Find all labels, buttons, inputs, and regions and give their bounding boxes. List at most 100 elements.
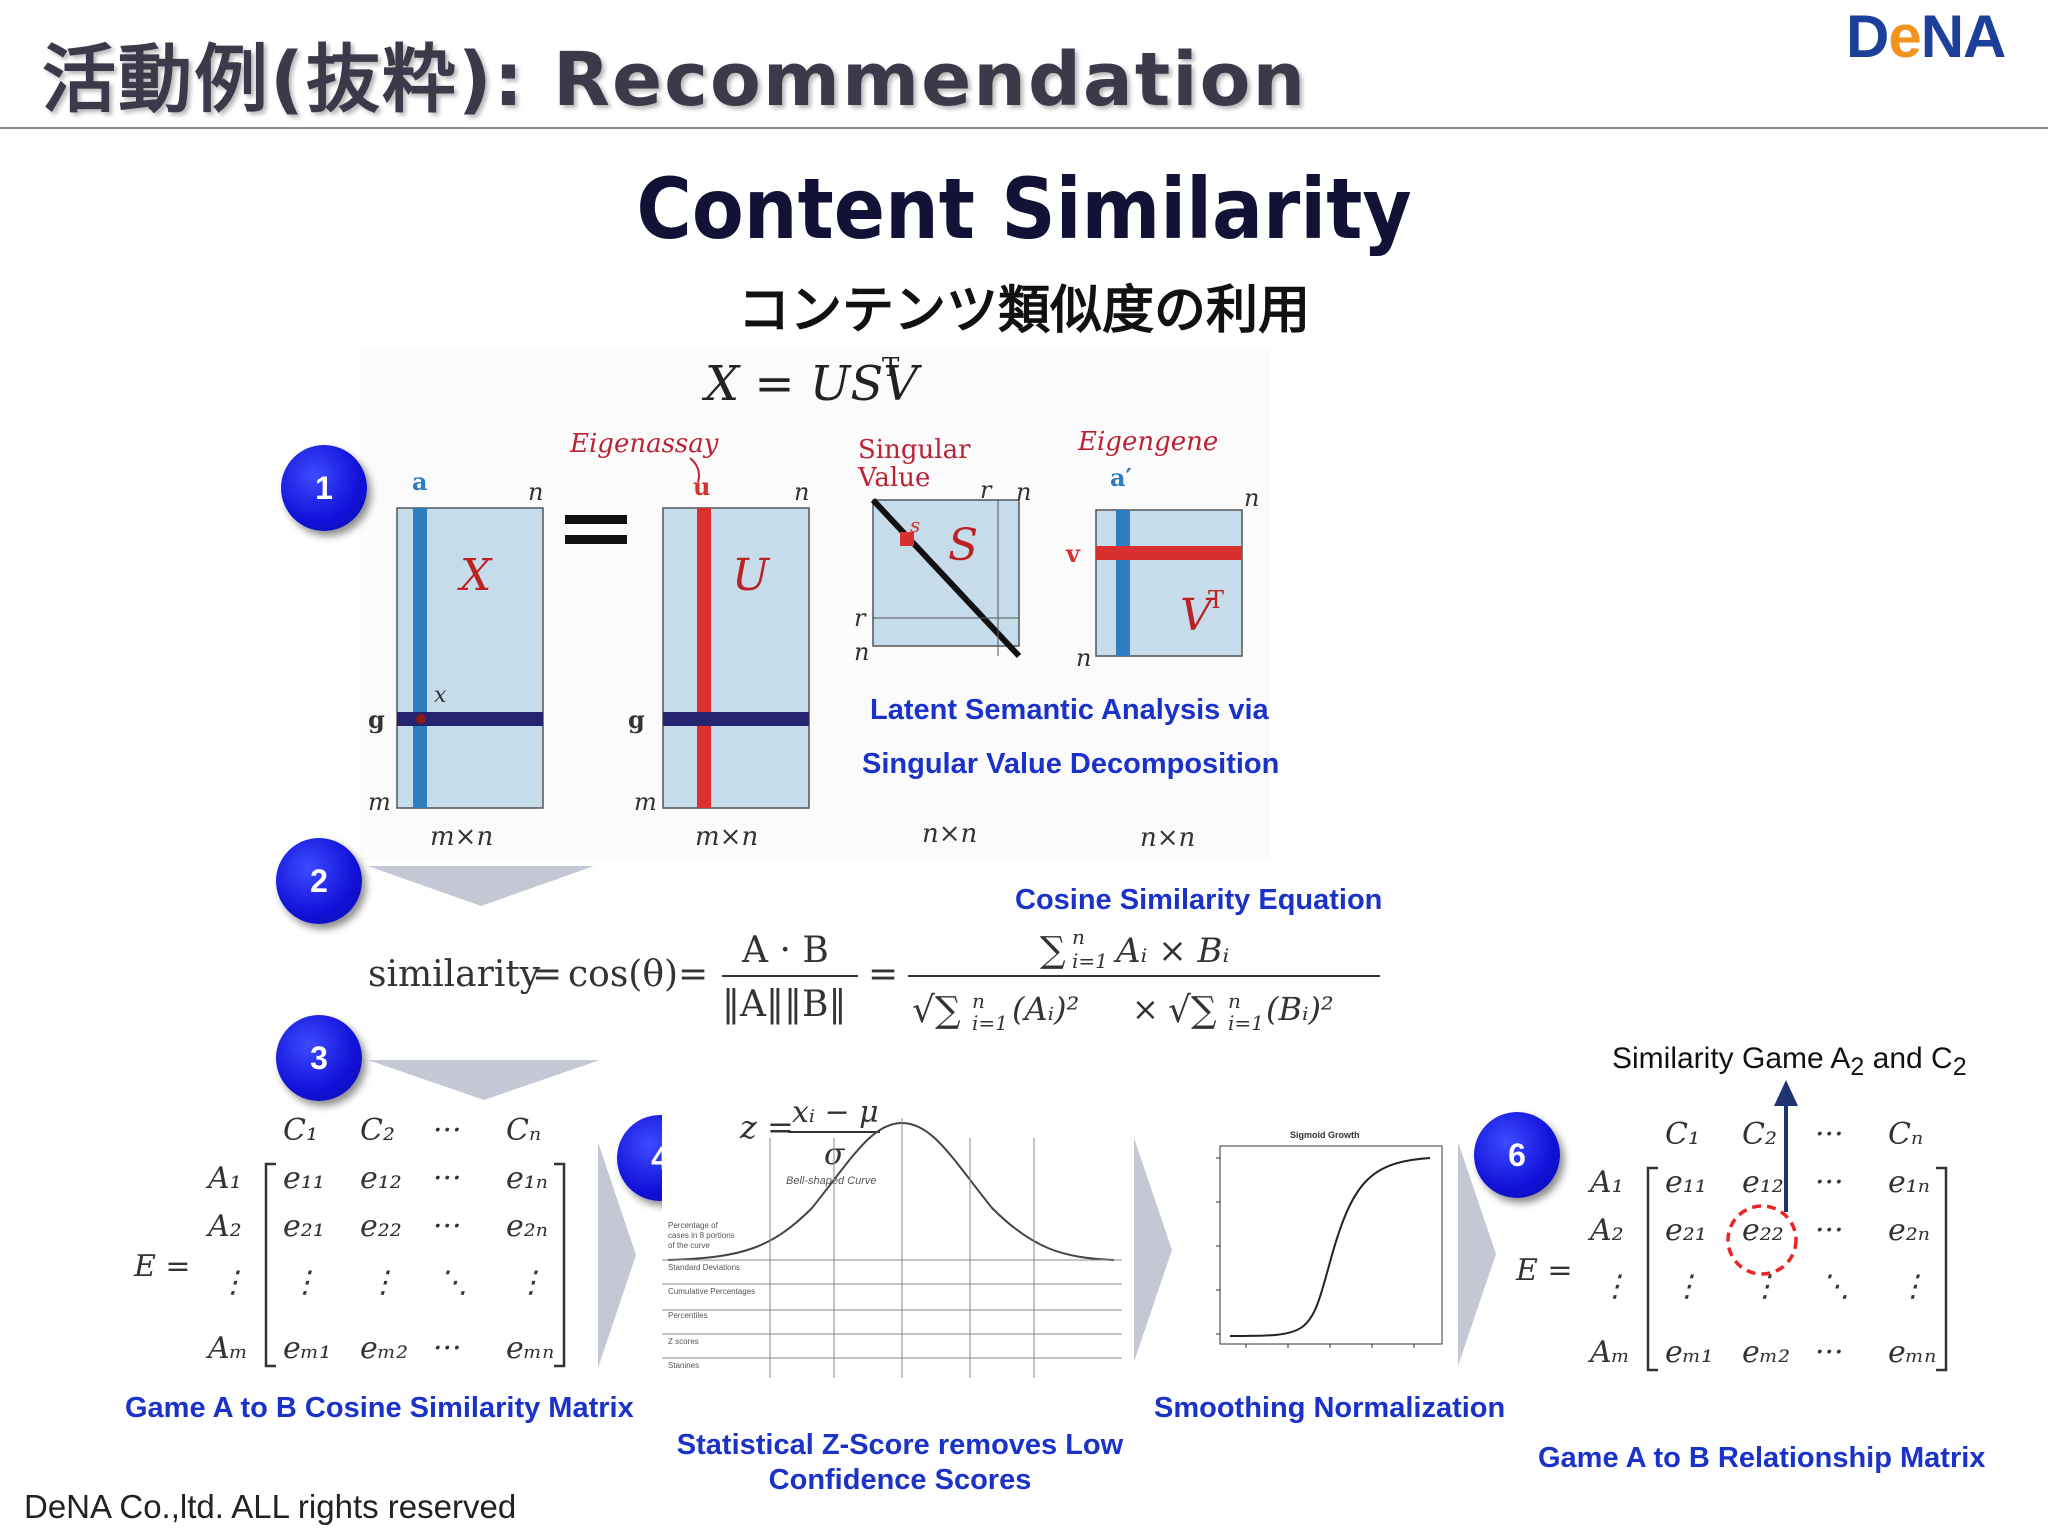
similarity-sub-2: 2 — [1952, 1053, 1967, 1081]
title-divider — [0, 127, 2048, 129]
cos-dot: A · B — [741, 930, 829, 971]
cell-r1-dots: ··· — [433, 1161, 462, 1196]
lsa-caption-line1: Latent Semantic Analysis via — [870, 694, 1269, 726]
vk-label: v — [1065, 539, 1081, 568]
eigenassay-label: Eigenassay — [569, 429, 719, 459]
cosine-equation: similarity = cos(θ) = A · B ‖A‖‖B‖ = ∑ n… — [368, 925, 1380, 1035]
vt-column — [1116, 510, 1130, 656]
aj-column — [413, 508, 427, 808]
rel-cell-e21: e₂₁ — [1665, 1213, 1707, 1248]
cell-vdots-n: ⋮ — [516, 1265, 546, 1300]
eigengene-label: Eigengene — [1077, 427, 1218, 457]
rel-cell-r1-dots: ··· — [1815, 1165, 1844, 1200]
row-vdots: ⋮ — [218, 1265, 248, 1300]
row-a1: A₁ — [205, 1161, 242, 1196]
cell-vdots-2: ⋮ — [368, 1265, 398, 1300]
svg-text:=: = — [868, 954, 898, 995]
matrix-u-label: U — [732, 550, 771, 601]
row-a2: A₂ — [205, 1209, 242, 1244]
rel-left-bracket — [1646, 1166, 1658, 1372]
s-n-top: n — [1016, 478, 1031, 506]
relationship-matrix: C₁ C₂ ··· Cₙ A₁ A₂ ⋮ Aₘ E = e₁₁ e₁₂ ··· … — [1515, 1080, 1948, 1372]
rel-cell-emn: eₘₙ — [1888, 1335, 1936, 1370]
rel-row-a2: A₂ — [1587, 1213, 1624, 1248]
rel-col-c1: C₁ — [1665, 1117, 1700, 1152]
xij-dot — [416, 714, 426, 724]
rel-col-cn: Cₙ — [1888, 1117, 1923, 1152]
svg-text:Stanines: Stanines — [668, 1361, 699, 1370]
rel-cell-em1: eₘ₁ — [1665, 1335, 1713, 1370]
svd-formula-sup: T — [882, 353, 900, 383]
svg-text:i=1: i=1 — [1228, 1011, 1264, 1035]
rel-cell-e2n: e₂ₙ — [1888, 1213, 1930, 1248]
cell-e22: e₂₂ — [360, 1209, 402, 1244]
x-n-label: n — [528, 478, 543, 506]
step-1-badge: 1 — [281, 445, 367, 531]
similarity-label: Similarity Game A2 and C2 — [1612, 1042, 1967, 1082]
zscore-figure: z = xᵢ − μ σ Bell-shaped Curve Percentag… — [662, 1088, 1122, 1388]
matrix-s-label: S — [948, 520, 978, 571]
cosine-similarity-matrix: C₁ C₂ ··· Cₙ A₁ A₂ ⋮ Aₘ E = e₁₁ e₁₂ ··· … — [133, 1113, 566, 1368]
col-c2: C₂ — [360, 1113, 395, 1148]
cell-e21: e₂₁ — [283, 1209, 325, 1244]
col-cn: Cₙ — [506, 1113, 541, 1148]
step-3-badge: 3 — [276, 1015, 362, 1101]
sk-square — [900, 532, 914, 546]
cos-sum-den: (Aᵢ)² — [1012, 990, 1079, 1028]
svg-text:cases in 8 portions: cases in 8 portions — [668, 1231, 735, 1240]
svg-text:∑: ∑ — [1040, 930, 1066, 971]
gi-label: g — [368, 705, 385, 734]
cell-e1n: e₁ₙ — [506, 1161, 548, 1196]
logo-suffix: NA — [1920, 3, 2007, 70]
col-c1: C₁ — [283, 1113, 318, 1148]
cell-ddots: ⋱ — [438, 1265, 468, 1300]
s-r-top: r — [980, 476, 993, 504]
svg-text:Percentage of: Percentage of — [668, 1221, 719, 1230]
rel-cell-ddots: ⋱ — [1820, 1269, 1850, 1304]
highlight-circle — [1726, 1204, 1798, 1276]
cell-emn: eₘₙ — [506, 1331, 554, 1366]
similarity-sub-1: 2 — [1850, 1053, 1865, 1081]
svg-text:×: × — [1132, 990, 1159, 1028]
rel-right-bracket — [1936, 1166, 1948, 1372]
equals-bar-top — [565, 515, 627, 524]
rel-cell-r4-dots: ··· — [1815, 1335, 1844, 1370]
uk-label: u — [693, 472, 710, 501]
cell-r4-dots: ··· — [433, 1331, 462, 1366]
cos-theta: cos(θ) — [568, 954, 678, 995]
up-arrow-icon — [1774, 1080, 1798, 1106]
down-arrow-2-icon — [368, 1060, 600, 1100]
sub-heading: コンテンツ類似度の利用 — [737, 281, 1310, 341]
svg-text:n: n — [1228, 989, 1241, 1013]
s-diagonal — [870, 497, 1022, 659]
cell-e12: e₁₂ — [360, 1161, 402, 1196]
zscore-denominator: σ — [824, 1137, 846, 1172]
vt-dim-label: n×n — [1140, 823, 1195, 853]
slide-title: 活動例(抜粋): Recommendation — [42, 37, 1308, 123]
step-2-badge: 2 — [276, 838, 362, 924]
eigenassay-arrow — [689, 457, 700, 483]
right-arrow-1-icon — [598, 1142, 636, 1368]
cos-sum-den2: (Bᵢ)² — [1266, 990, 1334, 1028]
rel-col-c2: C₂ — [1742, 1117, 1777, 1152]
svg-text:Cumulative Percentages: Cumulative Percentages — [668, 1287, 755, 1296]
row-am: Aₘ — [205, 1331, 248, 1366]
xij-label: x — [434, 683, 447, 708]
left-bracket — [264, 1162, 276, 1368]
footer-copyright: DeNA Co.,ltd. ALL rights reserved — [24, 1488, 517, 1525]
vt-n-left: n — [1076, 644, 1091, 672]
rel-cell-r2-dots: ··· — [1815, 1213, 1844, 1248]
cosine-caption: Cosine Similarity Equation — [1015, 884, 1383, 916]
smoothing-caption: Smoothing Normalization — [1154, 1392, 1506, 1424]
svg-text:√∑: √∑ — [1168, 990, 1217, 1031]
svg-text:of the curve: of the curve — [668, 1241, 710, 1250]
aj-label: a — [412, 467, 428, 496]
svg-text:n: n — [972, 989, 985, 1013]
cell-e2n: e₂ₙ — [506, 1209, 548, 1244]
rel-matrix-lhs: E = — [1515, 1253, 1573, 1288]
u-n-label: n — [794, 478, 809, 506]
gi-prime-label: g — [628, 705, 645, 734]
gi-row — [397, 712, 543, 726]
sigmoid-curve — [1229, 1157, 1431, 1337]
